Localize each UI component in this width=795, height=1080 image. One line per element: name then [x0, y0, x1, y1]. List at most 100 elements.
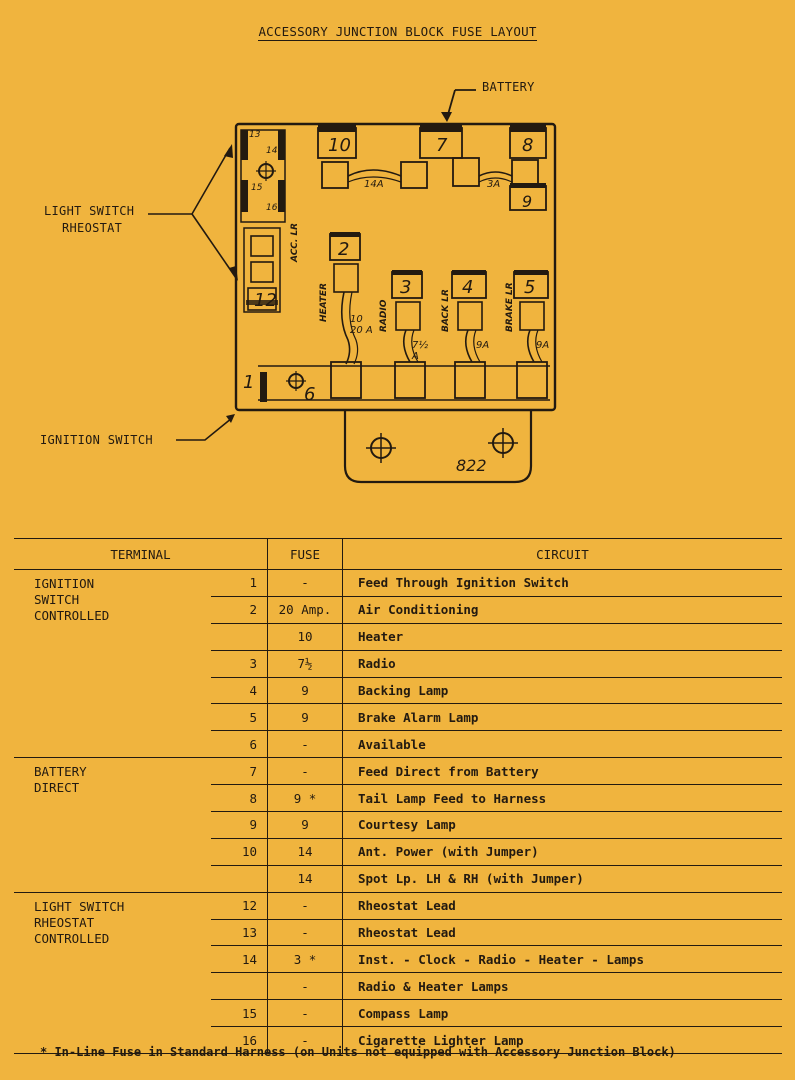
- terminal-cell: 6: [211, 730, 268, 759]
- header-fuse: FUSE: [267, 538, 343, 570]
- circuit-cell: Air Conditioning: [342, 596, 782, 624]
- circuit-cell: Tail Lamp Feed to Harness: [342, 784, 782, 813]
- light-switch-callout-line2: RHEOSTAT: [62, 221, 123, 235]
- circuit-cell: Courtesy Lamp: [342, 811, 782, 839]
- slot-3: 3: [400, 277, 411, 298]
- terminal-cell: 16: [211, 1026, 268, 1055]
- group-label-line: RHEOSTAT: [34, 914, 95, 930]
- circuit-cell: Radio & Heater Lamps: [342, 972, 782, 1001]
- terminal-cell: 7: [211, 757, 268, 786]
- slot-5: 5: [524, 277, 535, 298]
- terminal-cell: 12: [211, 892, 268, 920]
- circuit-cell: Brake Alarm Lamp: [342, 703, 782, 732]
- slot-6: 6: [304, 384, 315, 405]
- slot-7: 7: [436, 135, 448, 156]
- ignition-switch-callout: IGNITION SWITCH: [40, 433, 153, 447]
- label-heater: HEATER: [319, 283, 329, 322]
- label-acc-lr: ACC. LR: [290, 223, 300, 263]
- fuse-cell: 7½: [267, 650, 343, 678]
- circuit-cell: Feed Direct from Battery: [342, 757, 782, 786]
- label-back-lr: BACK LR: [441, 289, 451, 332]
- page-title: ACCESSORY JUNCTION BLOCK FUSE LAYOUT: [258, 24, 537, 41]
- terminal-cell: 3: [211, 650, 268, 678]
- slot-4: 4: [462, 277, 473, 298]
- label-brake-lr: BRAKE LR: [505, 282, 515, 332]
- fuse-cell: -: [267, 1026, 343, 1055]
- fuse-cell: -: [267, 919, 343, 947]
- fuse-rating-14a: 14A: [364, 179, 384, 190]
- fuse-cell: 14: [267, 865, 343, 893]
- group-label-line: SWITCH: [34, 592, 80, 607]
- fuse-cell: 9 *: [267, 784, 343, 813]
- slot-14: 14: [266, 146, 278, 156]
- table-row: 6-Available: [14, 730, 782, 759]
- circuit-cell: Available: [342, 730, 782, 759]
- label-radio: RADIO: [379, 299, 389, 332]
- circuit-cell: Radio: [342, 650, 782, 678]
- fuse-cell: 9: [267, 677, 343, 705]
- circuit-cell: Ant. Power (with Jumper): [342, 838, 782, 866]
- terminal-cell: 2: [211, 596, 268, 624]
- terminal-cell: 10: [211, 838, 268, 866]
- circuit-cell: Cigarette Lighter Lamp: [342, 1026, 782, 1055]
- table-row: 15-Compass Lamp: [14, 999, 782, 1028]
- circuit-cell: Spot Lp. LH & RH (with Jumper): [342, 865, 782, 893]
- fuse-rating-9a-back: 9A: [476, 340, 489, 351]
- fuse-cell: 9: [267, 703, 343, 732]
- circuit-cell: Feed Through Ignition Switch: [342, 569, 782, 597]
- fuse-cell: -: [267, 892, 343, 920]
- group-label-line: IGNITION: [34, 576, 95, 591]
- group-label-line: BATTERY: [34, 764, 87, 780]
- fuse-cell: 3 *: [267, 945, 343, 974]
- table-row: -Radio & Heater Lamps: [14, 972, 782, 1001]
- header-circuit: CIRCUIT: [342, 538, 782, 570]
- slot-2: 2: [338, 239, 349, 260]
- fuse-cell: -: [267, 730, 343, 759]
- terminal-cell: 8: [211, 784, 268, 813]
- fuse-cell: -: [267, 569, 343, 597]
- terminal-cell: 4: [211, 677, 268, 705]
- slot-12: 12: [254, 290, 277, 311]
- terminal-cell: 15: [211, 999, 268, 1028]
- fuse-cell: 9: [267, 811, 343, 839]
- group-label-line: DIRECT: [34, 780, 80, 796]
- slot-9: 9: [522, 192, 532, 211]
- table-row: 13-Rheostat Lead: [14, 919, 782, 947]
- slot-16: 16: [266, 203, 278, 213]
- terminal-cell: [211, 865, 268, 893]
- table-row: 16-Cigarette Lighter Lamp: [14, 1026, 782, 1055]
- circuit-cell: Rheostat Lead: [342, 892, 782, 920]
- circuit-cell: Compass Lamp: [342, 999, 782, 1028]
- slot-15: 15: [251, 183, 263, 193]
- terminal-cell: 1: [211, 569, 268, 597]
- terminal-cell: 14: [211, 945, 268, 974]
- battery-callout: BATTERY: [482, 80, 535, 94]
- fuse-cell: 20 Amp.: [267, 596, 343, 624]
- terminal-cell: 5: [211, 703, 268, 732]
- group-label-line: CONTROLLED: [34, 608, 110, 623]
- fuse-cell: -: [267, 972, 343, 1001]
- group-label-line: LIGHT SWITCH: [34, 898, 125, 914]
- slot-10: 10: [328, 135, 351, 156]
- header-terminal: TERMINAL: [14, 538, 268, 570]
- group-label-line: CONTROLLED: [34, 930, 110, 946]
- fuse-cell: 14: [267, 838, 343, 866]
- fuse-cell: -: [267, 999, 343, 1028]
- footnote: * In-Line Fuse in Standard Harness (on U…: [40, 1045, 676, 1059]
